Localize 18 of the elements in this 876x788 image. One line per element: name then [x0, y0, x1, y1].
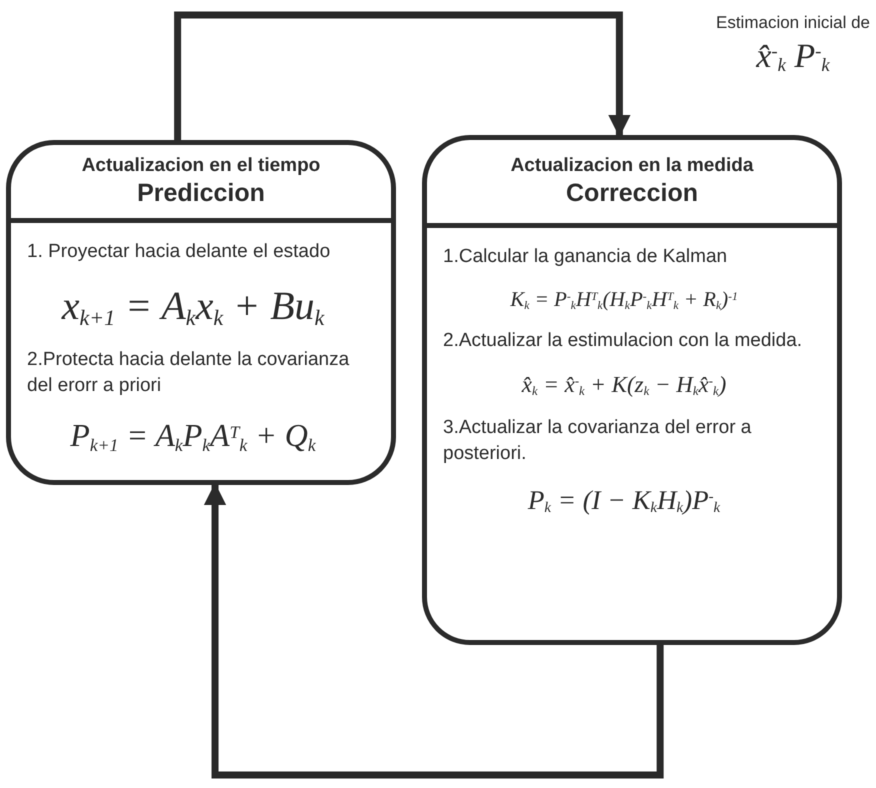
box-heading: Actualizacion en el tiempo — [82, 154, 320, 178]
formula: K$_{k}$ = P$^{-}$$_{k}$H$^{T}$$_{k}$(H$_{k}$P$^{-}$$_{k}$H$^{T}$$_{k}$ + R$_{k}$)$^{-1}$ — [510, 286, 738, 312]
step-text: 2.Protecta hacia delante la covarianza del erorr a priori — [27, 348, 350, 398]
box-title: Correccion — [566, 178, 698, 209]
note-text: Estimacion inicial de — [716, 12, 870, 34]
box-heading: Actualizacion en la medida — [510, 154, 754, 178]
process-box — [422, 135, 842, 645]
formula: x̂$_{k}$ = x̂$^{-}$$_{k}$ + K(z$_{k}$ − H$_{k}$x̂$^{-}$$_{k}$) — [522, 370, 726, 400]
formula: P$_{k+1}$ = A$_{k}$P$_{k}$A$^{T}$$_{k}$ + Q$_{k}$ — [70, 416, 316, 456]
process-box — [6, 140, 396, 485]
step-text: 1.Calcular la ganancia de Kalman — [443, 245, 728, 269]
step-text: 3.Actualizar la covarianza del error a posteriori. — [443, 416, 752, 466]
arrow — [204, 482, 664, 778]
step-text: 1. Proyectar hacia delante el estado — [27, 240, 332, 264]
formula: x$_{k+1}$ = A$_{k}$x$_{k}$ + Bu$_{k}$ — [62, 282, 324, 332]
arrow — [174, 12, 631, 140]
box-title: Prediccion — [137, 178, 265, 209]
step-text: 2.Actualizar la estimulacion con la medida. — [443, 329, 804, 354]
